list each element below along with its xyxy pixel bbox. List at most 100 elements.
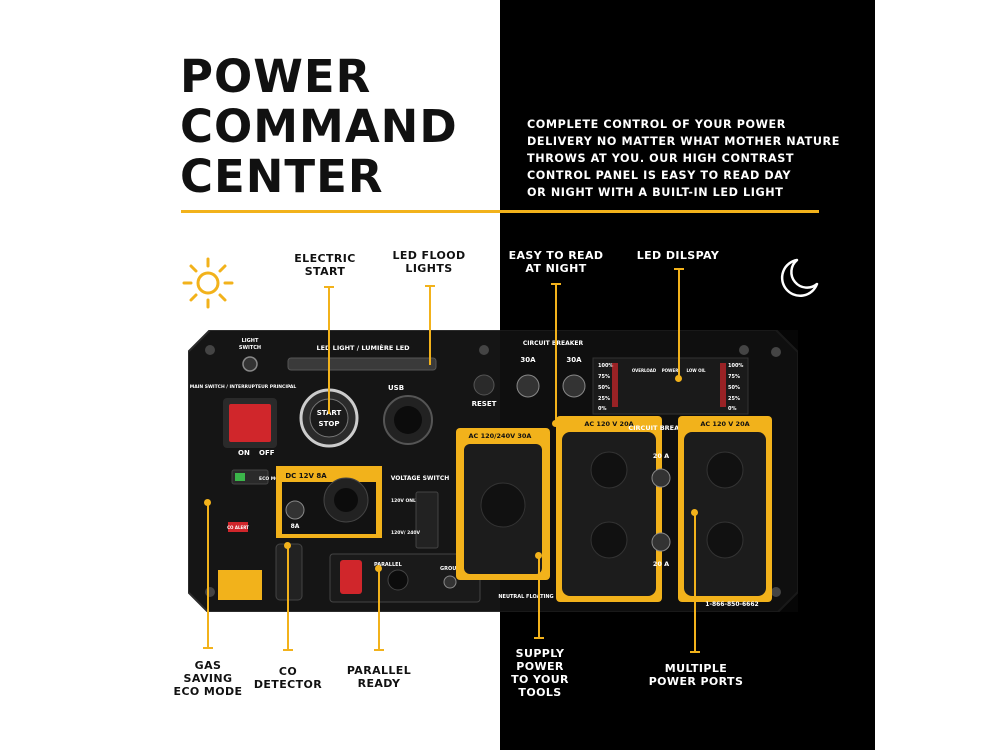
callout-parallel: PARALLEL READY xyxy=(346,664,412,690)
v120-only-label: 120V ONLY xyxy=(391,498,419,504)
circuit-breaker-label: CIRCUIT BREAKER xyxy=(523,340,584,347)
right-margin xyxy=(875,0,1000,750)
power-indicator: POWER xyxy=(662,368,679,373)
dot-multiple-ports xyxy=(691,509,698,516)
svg-text:50%: 50% xyxy=(598,385,610,391)
headline: POWER COMMAND CENTER xyxy=(180,52,458,202)
led-light-bar xyxy=(287,357,437,371)
dot-supply-power xyxy=(535,552,542,559)
level-bar-right xyxy=(720,363,726,407)
line-gas-saving xyxy=(207,502,209,648)
callout-led-display: LED DILSPAY xyxy=(636,249,720,262)
outlet-20a-2-cover xyxy=(684,432,766,596)
light-switch-button xyxy=(242,356,258,372)
overload-indicator: OVERLOAD xyxy=(632,368,657,373)
fuse-8a-label: 8A xyxy=(291,523,300,530)
usb-label: USB xyxy=(388,384,404,392)
main-switch-rocker xyxy=(229,404,271,442)
co-alert-label: CO ALERT xyxy=(227,525,249,530)
line-co-detector xyxy=(287,545,289,650)
tick-parallel xyxy=(374,649,384,651)
callout-led-flood: LED FLOOD LIGHTS xyxy=(392,249,466,275)
line-led-flood xyxy=(429,285,431,365)
intro-line-2: DELIVERY NO MATTER WHAT MOTHER NATURE xyxy=(527,135,841,148)
svg-text:25%: 25% xyxy=(728,396,740,402)
callout-co-detector: CO DETECTOR xyxy=(253,665,323,691)
gold-divider xyxy=(181,210,819,213)
intro-line-1: COMPLETE CONTROL OF YOUR POWER xyxy=(527,118,787,131)
breaker-30a-2 xyxy=(562,374,586,398)
tick-supply-power xyxy=(534,637,544,639)
sun-icon xyxy=(182,257,234,309)
line-easy-read xyxy=(555,283,557,423)
warning-label xyxy=(218,570,262,600)
main-switch-label: MAIN SWITCH / INTERRUPTEUR PRINCIPAL xyxy=(190,384,297,390)
dc-fuse xyxy=(285,500,305,520)
light-switch-label: LIGHT xyxy=(242,338,259,344)
panel-screws xyxy=(205,345,781,597)
dot-parallel xyxy=(375,565,382,572)
intro-line-5: OR NIGHT WITH A BUILT-IN LED LIGHT xyxy=(527,186,784,199)
dot-gas-saving xyxy=(204,499,211,506)
breaker-30a-label-2: 30A xyxy=(566,356,582,364)
low-oil-indicator: LOW OIL xyxy=(686,368,706,373)
svg-text:75%: 75% xyxy=(728,374,740,380)
parallel-black-port xyxy=(387,569,409,591)
v120-240-label: 120V/ 240V xyxy=(391,530,420,536)
svg-text:SWITCH: SWITCH xyxy=(239,345,261,351)
stop-label: STOP xyxy=(319,420,340,428)
headline-line-1: POWER xyxy=(180,50,372,103)
svg-text:50%: 50% xyxy=(728,385,740,391)
eco-mode-label: ECO MODE xyxy=(259,476,286,482)
voltage-switch-label: VOLTAGE SWITCH xyxy=(391,475,450,482)
line-led-display xyxy=(678,268,680,378)
parallel-red-port xyxy=(340,560,362,594)
dc-label: DC 12V 8A xyxy=(285,472,327,480)
on-label: ON xyxy=(238,449,250,457)
intro-line-4: CONTROL PANEL IS EASY TO READ DAY xyxy=(527,169,792,182)
svg-text:75%: 75% xyxy=(598,374,610,380)
co-detector-sensor xyxy=(275,543,303,601)
callout-easy-read: EASY TO READ AT NIGHT xyxy=(508,249,604,275)
reset-button xyxy=(473,374,495,396)
svg-text:0%: 0% xyxy=(728,406,737,412)
support-phone: 1-866-850-6662 xyxy=(705,601,758,608)
voltage-switch xyxy=(415,491,439,549)
line-electric-start xyxy=(328,286,330,414)
dot-co-detector xyxy=(284,542,291,549)
led-light-label: LED LIGHT / LUMIÈRE LED xyxy=(316,343,410,352)
outlet-20a-1-label: AC 120 V 20A xyxy=(584,420,633,428)
line-multiple-ports xyxy=(694,512,696,652)
ground-label: GROUND xyxy=(440,566,465,572)
svg-text:100%: 100% xyxy=(598,363,613,369)
breaker-20a-1 xyxy=(651,468,671,488)
level-bar-left xyxy=(612,363,618,407)
cb-20a-label-1: 20 A xyxy=(653,452,669,460)
tick-multiple-ports xyxy=(690,651,700,653)
svg-text:0%: 0% xyxy=(598,406,607,412)
breaker-30a-label-1: 30A xyxy=(520,356,536,364)
headline-line-3: CENTER xyxy=(180,150,384,203)
moon-icon xyxy=(780,258,819,297)
dot-easy-read xyxy=(552,420,559,427)
breaker-30a-1 xyxy=(516,374,540,398)
callout-electric-start: ELECTRIC START xyxy=(294,252,356,278)
headline-line-2: COMMAND xyxy=(180,100,458,153)
neutral-label: NEUTRAL FLOATING xyxy=(498,594,553,600)
outlet-30a-label: AC 120/240V 30A xyxy=(469,432,532,440)
intro-line-3: THROWS AT YOU. OUR HIGH CONTRAST xyxy=(527,152,795,165)
center-breaker-label: CIRCUIT BREAKER xyxy=(628,424,693,432)
outlet-20a-1-cover xyxy=(562,432,656,596)
parallel-label: PARALLEL xyxy=(374,562,403,568)
tick-co-detector xyxy=(283,649,293,651)
callout-multiple-ports: MULTIPLE POWER PORTS xyxy=(648,662,744,688)
callout-supply-power: SUPPLY POWER TO YOUR TOOLS xyxy=(511,647,569,699)
eco-switch-indicator xyxy=(235,473,245,481)
outlet-20a-2-label: AC 120 V 20A xyxy=(700,420,749,428)
control-panel: LIGHT SWITCH LED LIGHT / LUMIÈRE LED MAI… xyxy=(188,330,798,612)
outlet-30a-socket xyxy=(480,482,526,528)
reset-label: RESET xyxy=(472,400,497,408)
callout-gas-saving: GAS SAVING ECO MODE xyxy=(173,659,243,698)
line-supply-power xyxy=(538,555,540,638)
svg-text:100%: 100% xyxy=(728,363,743,369)
